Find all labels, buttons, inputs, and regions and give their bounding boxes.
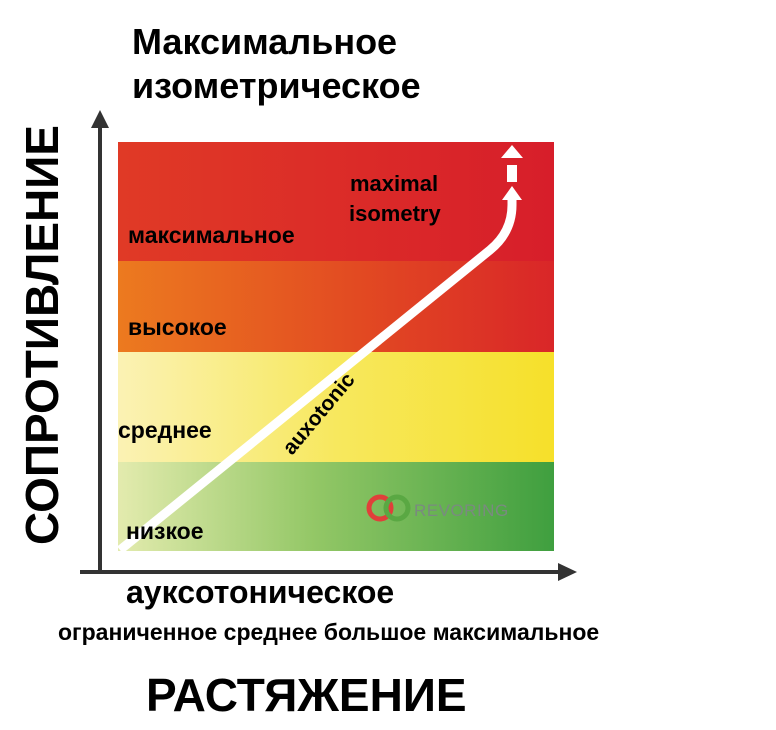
logo-text: REVORING [414,501,509,520]
auxotonic-arrow-line [117,198,517,554]
logo-ring-green [383,494,411,522]
y-axis-arrow-icon [91,110,109,128]
maximal-isometry-line2: isometry [349,201,441,226]
band-label-maximal: максимальное [128,222,295,248]
auxotonic-arrow-head [502,186,522,200]
band-label-high: высокое [128,314,227,340]
title-line-2: изометрическое [132,65,421,106]
x-axis-sublabel: ауксотоническое [126,574,395,610]
x-axis-scale-text: ограниченное среднее большое максимально… [58,619,600,645]
isometry-dash [507,165,517,182]
x-axis-label: РАСТЯЖЕНИЕ [146,669,467,721]
x-axis-arrow-icon [558,563,577,581]
band-label-medium: среднее [118,417,212,443]
band-low [118,462,554,551]
maximal-isometry-line1: maximal [350,171,438,196]
band-maximal [118,142,554,261]
title-line-1: Максимальное [132,21,398,62]
band-high [118,261,554,352]
top-title: Максимальное изометрическое [132,20,421,108]
revoring-logo: REVORING [366,494,509,522]
logo-ring-red [366,494,394,522]
band-label-low: низкое [126,518,204,544]
isometry-arrow-head [501,145,523,158]
y-axis-label: СОПРОТИВЛЕНИЕ [16,125,68,545]
